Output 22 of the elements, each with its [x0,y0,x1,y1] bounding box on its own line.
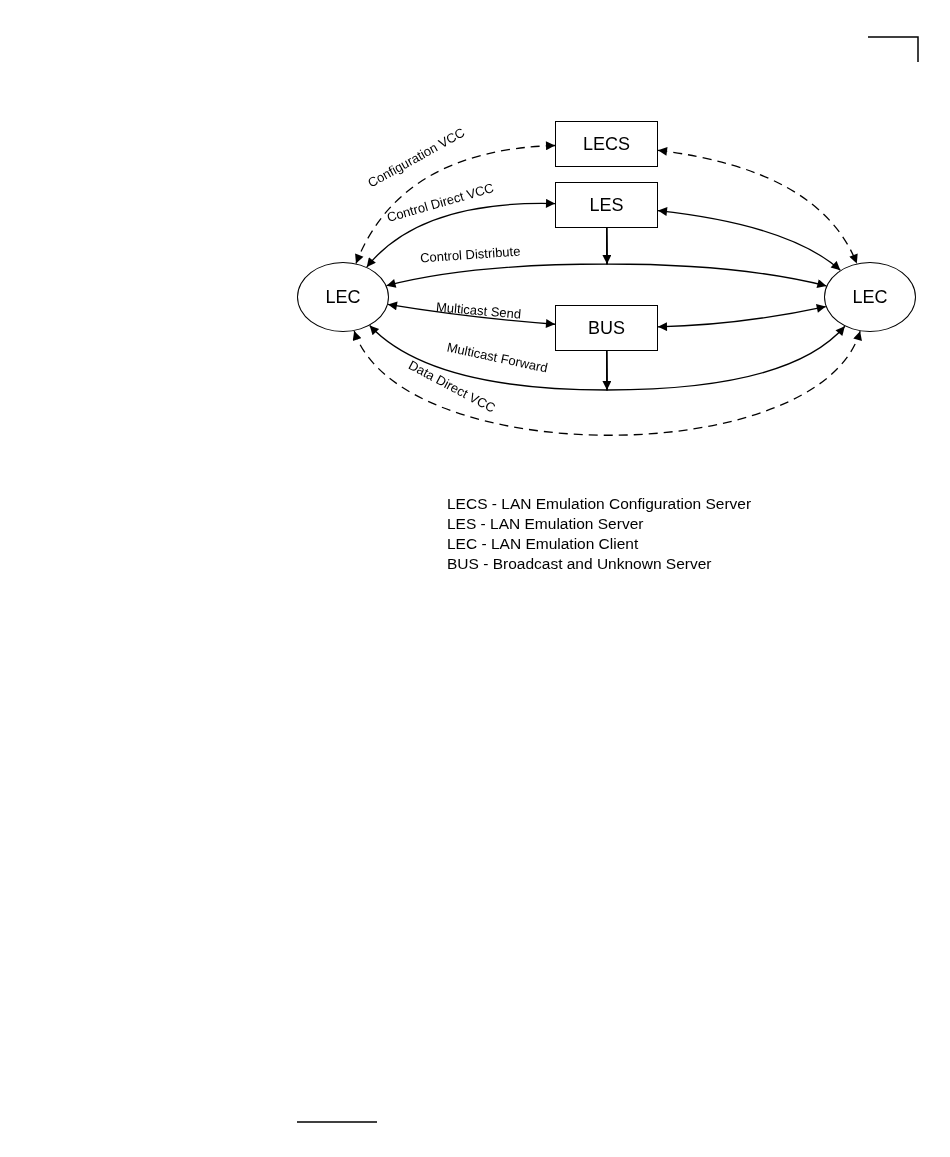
arrow [353,330,861,436]
server-box: BUS [555,305,658,351]
arrow [602,227,612,265]
arrow [369,324,608,391]
arrow [657,207,841,271]
arrow [366,199,556,268]
edge-label: Multicast Forward [445,340,549,374]
server-box: LES [555,182,658,228]
arrow [387,301,556,328]
abbreviation-note: LECS - LAN Emulation Configuration Server [447,496,752,512]
client-ellipse: LEC [297,262,389,332]
edge-label: Multicast Send [435,299,522,321]
edge-label: Control Distribute [419,244,521,264]
arrow [602,350,612,391]
edge-label: Control Direct VCC [384,180,495,224]
client-ellipse: LEC [824,262,916,332]
arrow [606,325,846,391]
abbreviation-note: LEC - LAN Emulation Client [447,536,639,552]
abbreviation-note: BUS - Broadcast and Unknown Server [447,556,712,572]
server-box: LECS [555,121,658,167]
abbreviation-note: LES - LAN Emulation Server [447,516,644,532]
arrow [657,303,827,332]
